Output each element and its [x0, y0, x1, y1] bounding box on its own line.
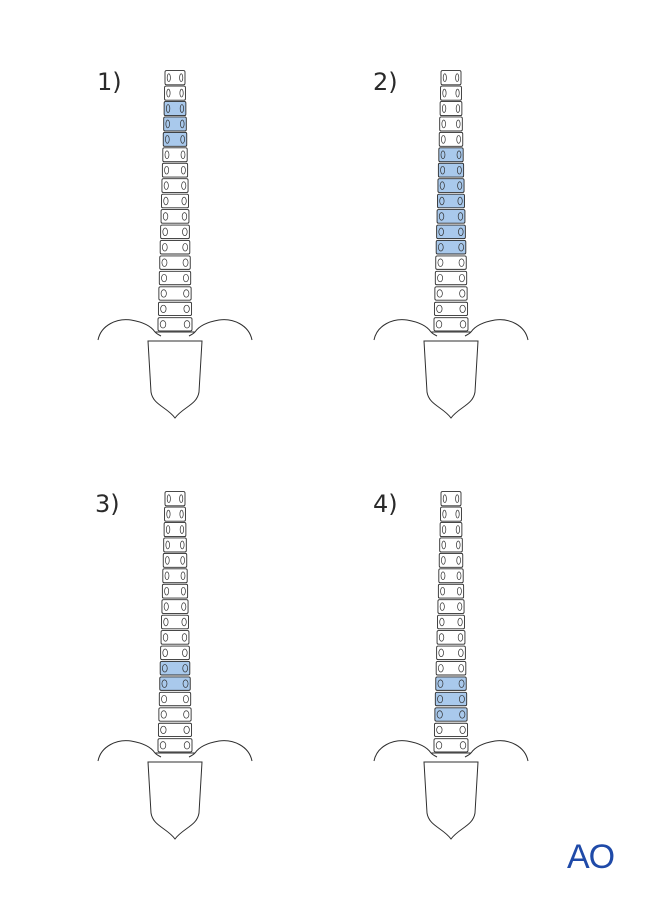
vertebra-14 [158, 270, 192, 286]
vertebra-2 [164, 506, 186, 522]
panel-label: 4) [373, 490, 398, 518]
vertebra-15 [158, 286, 192, 301]
vertebra-2 [440, 506, 462, 522]
vertebra-14 [158, 691, 192, 707]
vertebra-9 [161, 193, 189, 209]
vertebra-5 [162, 552, 188, 568]
panel-label: 3) [95, 490, 120, 518]
vertebra-9 [437, 193, 465, 209]
vertebra-7 [437, 162, 465, 178]
vertebra-14 [434, 270, 468, 286]
vertebra-9 [161, 614, 189, 630]
vertebra-17 [433, 317, 469, 332]
vertebra-4 [163, 537, 187, 553]
vertebra-3 [163, 101, 187, 117]
vertebra-16 [433, 301, 469, 316]
vertebra-4 [439, 116, 463, 132]
vertebra-10 [436, 209, 466, 224]
vertebra-12 [435, 661, 467, 676]
vertebra-14 [434, 691, 468, 707]
vertebra-10 [436, 630, 466, 645]
vertebra-5 [438, 552, 464, 568]
vertebra-10 [160, 209, 190, 224]
vertebra-6 [162, 568, 188, 584]
vertebra-17 [157, 738, 193, 753]
vertebra-15 [434, 707, 468, 722]
iliac-wing-right [464, 319, 529, 341]
vertebra-6 [438, 147, 464, 163]
panel-label: 2) [373, 68, 398, 96]
iliac-wing-left [373, 319, 438, 341]
vertebra-11 [436, 645, 466, 661]
vertebra-5 [438, 131, 464, 147]
vertebra-16 [433, 722, 469, 737]
iliac-wing-right [188, 740, 253, 762]
vertebra-2 [440, 85, 462, 101]
vertebra-1 [164, 491, 186, 507]
vertebra-17 [433, 738, 469, 753]
sacrum [423, 340, 479, 419]
vertebra-17 [157, 317, 193, 332]
vertebra-13 [159, 255, 191, 270]
vertebra-8 [437, 178, 465, 193]
vertebra-7 [161, 162, 189, 178]
vertebra-7 [161, 583, 189, 599]
vertebra-12 [435, 240, 467, 255]
vertebra-10 [160, 630, 190, 645]
vertebra-13 [435, 676, 467, 691]
sacrum [423, 761, 479, 840]
vertebra-12 [159, 661, 191, 676]
vertebra-16 [157, 722, 193, 737]
vertebra-15 [434, 286, 468, 301]
vertebra-8 [161, 178, 189, 193]
vertebra-1 [440, 70, 462, 86]
vertebra-13 [159, 676, 191, 691]
vertebra-4 [163, 116, 187, 132]
iliac-wing-left [373, 740, 438, 762]
vertebra-1 [440, 491, 462, 507]
vertebra-5 [162, 131, 188, 147]
vertebra-16 [157, 301, 193, 316]
vertebra-8 [437, 599, 465, 614]
vertebra-6 [162, 147, 188, 163]
vertebra-11 [160, 645, 190, 661]
iliac-wing-left [97, 740, 162, 762]
iliac-wing-right [188, 319, 253, 341]
sacrum [147, 761, 203, 840]
vertebra-6 [438, 568, 464, 584]
spine-panel-3: 3) [95, 490, 253, 840]
vertebra-15 [158, 707, 192, 722]
panel-label: 1) [97, 68, 122, 96]
vertebra-13 [435, 255, 467, 270]
spine-panel-2: 2) [373, 68, 529, 419]
spine-panel-4: 4) [373, 490, 529, 840]
vertebra-11 [436, 224, 466, 240]
vertebra-11 [160, 224, 190, 240]
ao-logo: AO [567, 838, 614, 876]
spine-panel-1: 1) [97, 68, 253, 419]
vertebra-3 [439, 101, 463, 117]
vertebra-12 [159, 240, 191, 255]
vertebra-7 [437, 583, 465, 599]
vertebra-3 [163, 522, 187, 538]
vertebra-2 [164, 85, 186, 101]
vertebra-9 [437, 614, 465, 630]
vertebra-8 [161, 599, 189, 614]
sacrum [147, 340, 203, 419]
vertebra-4 [439, 537, 463, 553]
vertebra-3 [439, 522, 463, 538]
iliac-wing-right [464, 740, 529, 762]
vertebra-1 [164, 70, 186, 86]
iliac-wing-left [97, 319, 162, 341]
